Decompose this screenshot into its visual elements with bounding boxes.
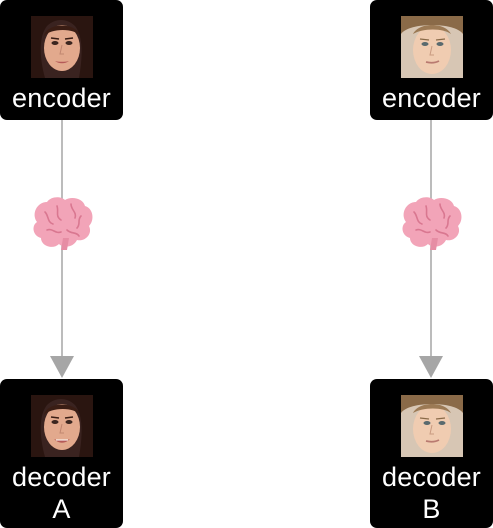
right-encoder-label: encoder bbox=[382, 83, 481, 113]
left-decoder-box: decoder A bbox=[0, 379, 123, 528]
face-b-icon bbox=[400, 16, 463, 78]
left-encoder-label: encoder bbox=[12, 83, 111, 113]
face-a-icon bbox=[30, 16, 93, 78]
right-decoder-suffix: B bbox=[422, 494, 441, 524]
left-arrow-head bbox=[50, 356, 74, 378]
face-a-icon bbox=[30, 395, 93, 457]
left-decoder-suffix: A bbox=[52, 494, 71, 524]
right-arrow-head bbox=[419, 356, 443, 378]
face-b-icon bbox=[400, 395, 463, 457]
right-brain-icon bbox=[396, 194, 466, 252]
left-decoder-label: decoder bbox=[12, 462, 111, 492]
left-encoder-box: encoder bbox=[0, 0, 123, 120]
left-brain-icon bbox=[27, 194, 97, 252]
right-encoder-box: encoder bbox=[370, 0, 493, 120]
right-decoder-label: decoder bbox=[382, 462, 481, 492]
right-decoder-box: decoder B bbox=[370, 379, 493, 528]
